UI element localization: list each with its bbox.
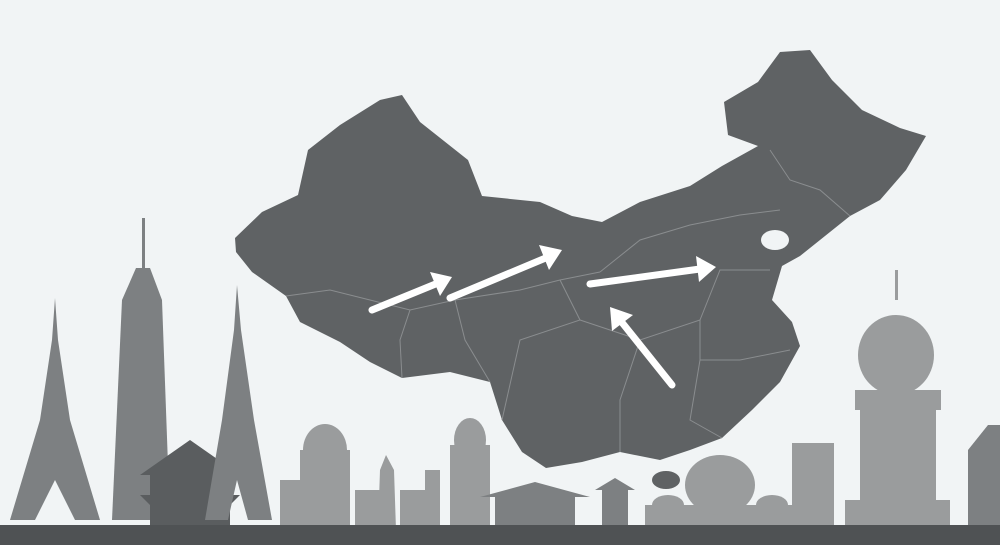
arrow-south	[610, 307, 676, 389]
migration-arrows	[368, 245, 716, 389]
hainan-island	[652, 471, 680, 489]
china-mainland	[235, 50, 926, 468]
small-pagoda	[595, 478, 635, 530]
office-tower	[792, 443, 834, 530]
eiffel-tower-right	[205, 285, 272, 520]
pagoda-right	[968, 425, 1000, 530]
ground	[0, 525, 1000, 545]
domed-building-1	[280, 424, 350, 530]
arrow-northwest	[446, 245, 562, 302]
china-map	[235, 50, 926, 489]
domed-building-2	[450, 418, 490, 530]
bohai-sea	[761, 230, 789, 250]
arrow-west	[368, 272, 452, 314]
tv-tower	[112, 218, 170, 520]
domed-tower	[845, 270, 950, 530]
city-skyline	[0, 218, 1000, 545]
eiffel-tower-left	[10, 298, 100, 520]
towers-mid	[355, 455, 440, 530]
arrow-central	[586, 256, 716, 288]
province-borders	[285, 149, 851, 452]
